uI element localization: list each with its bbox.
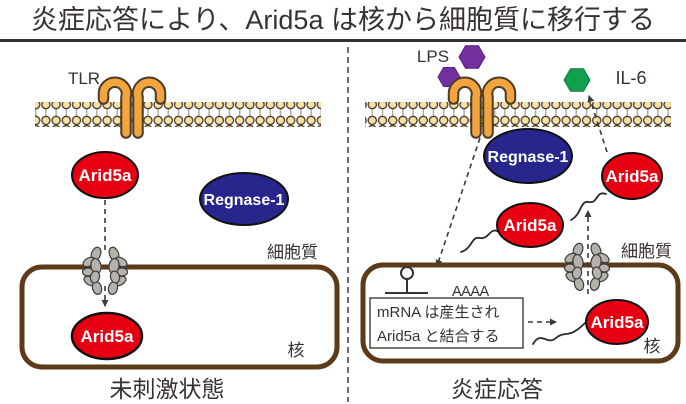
- mrna-squiggle: [532, 322, 586, 345]
- mrna-squiggle: [460, 229, 500, 253]
- regnase1-oval-left: [199, 172, 289, 226]
- regnase1-oval-right: [483, 128, 573, 184]
- cell-membrane-left: [35, 102, 321, 127]
- arid5a-label: Arid5a: [81, 327, 134, 346]
- cytoplasm-label-right: 細胞質: [621, 242, 672, 261]
- note-box: [369, 297, 524, 349]
- regnase1-label: Regnase-1: [488, 149, 569, 166]
- panel-caption-left: 未刺激状態: [110, 376, 225, 402]
- arid5a-label: Arid5a: [606, 167, 659, 186]
- nuclear-pore-icon-left: [81, 246, 129, 295]
- arid5a-cytoplasm-left: [71, 151, 139, 199]
- title-underline: [0, 39, 686, 42]
- arid5a-label: Arid5a: [591, 313, 644, 332]
- il6-hexagon-icon: [563, 68, 591, 92]
- tlr-label: TLR: [68, 69, 100, 88]
- arid5a-cytoplasm-mid: [496, 202, 564, 248]
- figure-title: 炎症応答により、Arid5a は核から細胞質に移行する: [31, 5, 655, 35]
- arid5a-label: Arid5a: [504, 216, 557, 235]
- cytoplasm-label-left: 細胞質: [267, 243, 318, 262]
- mrna-squiggle: [570, 192, 607, 221]
- regnase1-label: Regnase-1: [204, 192, 285, 209]
- arrow-il6-secretion: [587, 95, 608, 153]
- lps-hexagon-icon: [458, 45, 486, 69]
- note-line-2: Arid5a と結合する: [377, 328, 500, 345]
- nucleus-label-left: 核: [288, 341, 305, 360]
- note-line-1: mRNA は産生され: [377, 304, 500, 321]
- arrow-receptor-to-mrna: [435, 137, 481, 267]
- arid5a-nucleus-left: [70, 311, 144, 361]
- mrna-hairpin-icon: [385, 266, 428, 294]
- arid5a-label: Arid5a: [79, 166, 132, 185]
- nucleus-label-right: 核: [644, 337, 661, 356]
- panel-inflammatory: LPS IL-6 Regnase-1 Arid5a Arid5a 細胞質: [360, 45, 681, 402]
- il6-label: IL-6: [615, 68, 646, 88]
- tlr-receptor-icon: [97, 76, 167, 139]
- panel-caption-right: 炎症応答: [451, 376, 543, 402]
- arid5a-cytoplasm-right: [601, 152, 663, 200]
- mrna-polya-label: AAAA: [452, 284, 490, 300]
- arid5a-nucleus-right: [585, 299, 649, 345]
- cell-membrane-right: [365, 102, 671, 127]
- panel-unstimulated: TLR Arid5a Regnase-1 細胞質: [19, 69, 340, 402]
- lps-label: LPS: [417, 47, 449, 66]
